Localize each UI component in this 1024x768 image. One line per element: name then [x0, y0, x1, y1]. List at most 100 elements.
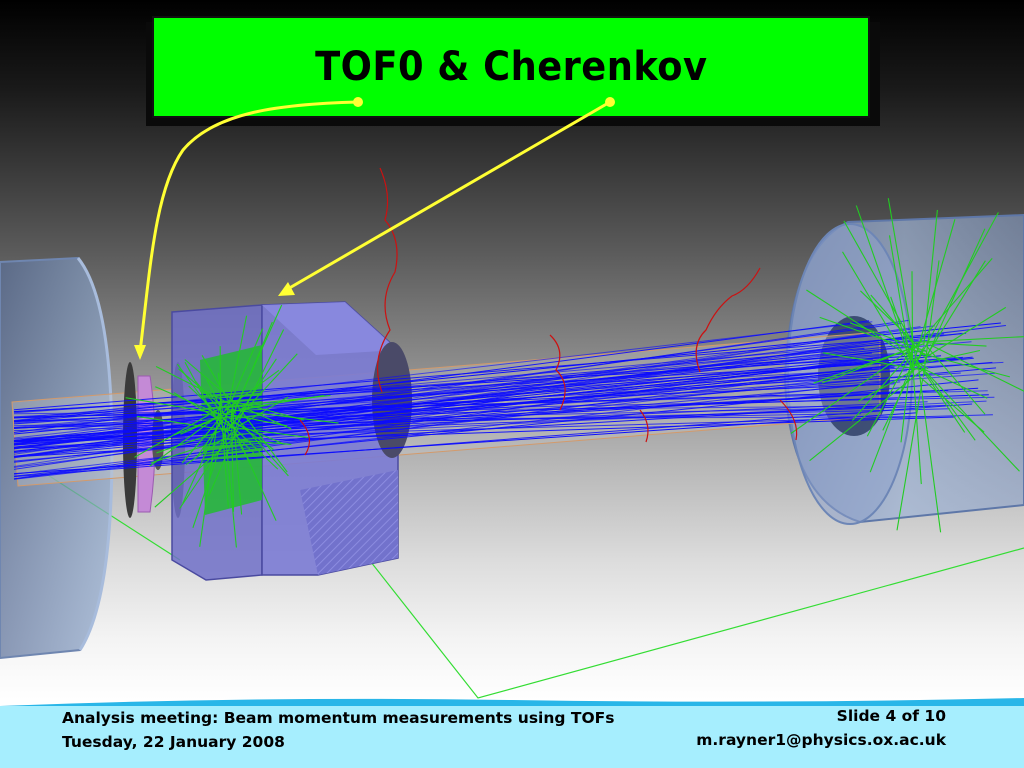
beam-track-line — [13, 332, 967, 411]
secondary-track-line — [917, 212, 999, 361]
secondary-track-line — [230, 329, 285, 437]
secondary-track-line — [227, 358, 277, 432]
beam-track-line — [13, 339, 919, 439]
secondary-track-line — [217, 372, 224, 414]
beam-track-line — [13, 405, 873, 415]
beam-track-line — [13, 342, 921, 445]
beam-track-line — [13, 321, 873, 421]
footer-meeting: Analysis meeting: Beam momentum measurem… — [62, 709, 615, 727]
beam-tracks — [13, 319, 1006, 480]
secondary-track-line — [234, 434, 258, 457]
footer-email: m.rayner1@physics.ox.ac.uk — [696, 731, 946, 749]
secondary-track-line — [869, 363, 913, 473]
secondary-track-line — [208, 427, 239, 497]
secondary-track-line — [888, 235, 913, 372]
beam-track-line — [13, 379, 979, 477]
secondary-track-line — [860, 290, 920, 348]
beam-track-line — [13, 416, 956, 449]
secondary-track-line — [232, 409, 339, 424]
secondary-track-line — [156, 430, 221, 454]
secondary-track-line — [226, 353, 298, 430]
secondary-tracks — [125, 198, 1024, 548]
secondary-track-line — [195, 409, 231, 459]
secondary-track-line — [173, 392, 237, 431]
secondary-track-line — [929, 344, 1024, 392]
beam-track-line — [13, 414, 993, 443]
callout-arrow-tof0 — [134, 97, 363, 360]
secondary-track-line — [922, 260, 940, 377]
secondary-track-line — [173, 409, 236, 436]
beam-track-line — [13, 389, 949, 419]
beam-track-line — [13, 335, 912, 470]
secondary-track-line — [223, 315, 248, 430]
secondary-track-line — [199, 400, 221, 547]
secondary-track-line — [195, 381, 223, 413]
secondary-track-line — [858, 365, 922, 402]
secondary-track-line — [915, 258, 993, 347]
secondary-track-line — [234, 304, 283, 409]
secondary-track-line — [911, 349, 981, 367]
secondary-track-line — [918, 375, 985, 433]
secondary-track-line — [866, 346, 916, 437]
title-box: TOF0 & Cherenkov — [152, 16, 870, 118]
secondary-track-line — [911, 219, 956, 370]
beam-track-line — [13, 412, 918, 475]
secondary-track-line — [926, 306, 1007, 358]
beam-track-line — [13, 358, 873, 468]
beam-track-line — [13, 352, 909, 429]
secondary-track-line — [237, 396, 289, 428]
secondary-track-line — [915, 336, 1024, 343]
secondary-track-line — [150, 434, 240, 464]
beam-track-line — [13, 378, 911, 480]
secondary-track-line — [226, 404, 269, 414]
secondary-track-line — [227, 408, 289, 477]
secondary-track-line — [843, 220, 915, 347]
secondary-track-line — [182, 417, 223, 504]
callout-arrow-cherenkov — [278, 97, 615, 296]
secondary-track-line — [185, 436, 227, 466]
secondary-track-line — [224, 394, 331, 408]
secondary-track-line — [911, 271, 914, 373]
secondary-track-line — [234, 427, 309, 439]
secondary-track-line — [231, 423, 277, 521]
detector-simulation-image — [0, 97, 1024, 699]
secondary-track-line — [925, 260, 986, 357]
footer-date: Tuesday, 22 January 2008 — [62, 733, 285, 751]
secondary-track-line — [231, 404, 243, 515]
footer-slide-number: Slide 4 of 10 — [836, 707, 946, 725]
secondary-track-line — [813, 343, 924, 384]
beam-track-line — [13, 366, 895, 463]
secondary-track-line — [923, 209, 938, 346]
footer-bar — [0, 706, 1024, 768]
secondary-track-line — [896, 378, 924, 531]
footer-right: Slide 4 of 10 m.rayner1@physics.ox.ac.uk — [696, 704, 946, 752]
footer-left: Analysis meeting: Beam momentum measurem… — [62, 706, 614, 754]
secondary-track-line — [809, 367, 925, 462]
secondary-track-line — [206, 379, 221, 408]
secondary-track-line — [201, 355, 237, 414]
secondary-track-line — [181, 417, 221, 464]
beam-track-line — [13, 345, 912, 449]
secondary-track-line — [790, 346, 914, 434]
secondary-track-line — [149, 402, 236, 467]
secondary-track-line — [234, 402, 288, 473]
beam-track-line — [13, 403, 973, 478]
secondary-track-line — [154, 436, 236, 508]
delta-ray-tracks — [299, 167, 798, 456]
secondary-track-line — [922, 367, 976, 441]
slide-title: TOF0 & Cherenkov — [314, 44, 708, 90]
beam-track-line — [13, 325, 1006, 442]
secondary-track-line — [851, 339, 923, 421]
secondary-track-line — [230, 328, 264, 403]
secondary-track-line — [179, 432, 232, 509]
secondary-track-line — [226, 438, 292, 445]
beam-track-line — [13, 372, 996, 443]
secondary-track-line — [224, 428, 237, 548]
secondary-track-line — [221, 419, 229, 508]
secondary-track-line — [136, 415, 232, 432]
beam-track-line — [13, 367, 997, 458]
secondary-track-line — [925, 371, 1020, 472]
secondary-track-line — [822, 352, 927, 372]
secondary-track-line — [926, 342, 987, 347]
secondary-track-line — [849, 322, 927, 353]
